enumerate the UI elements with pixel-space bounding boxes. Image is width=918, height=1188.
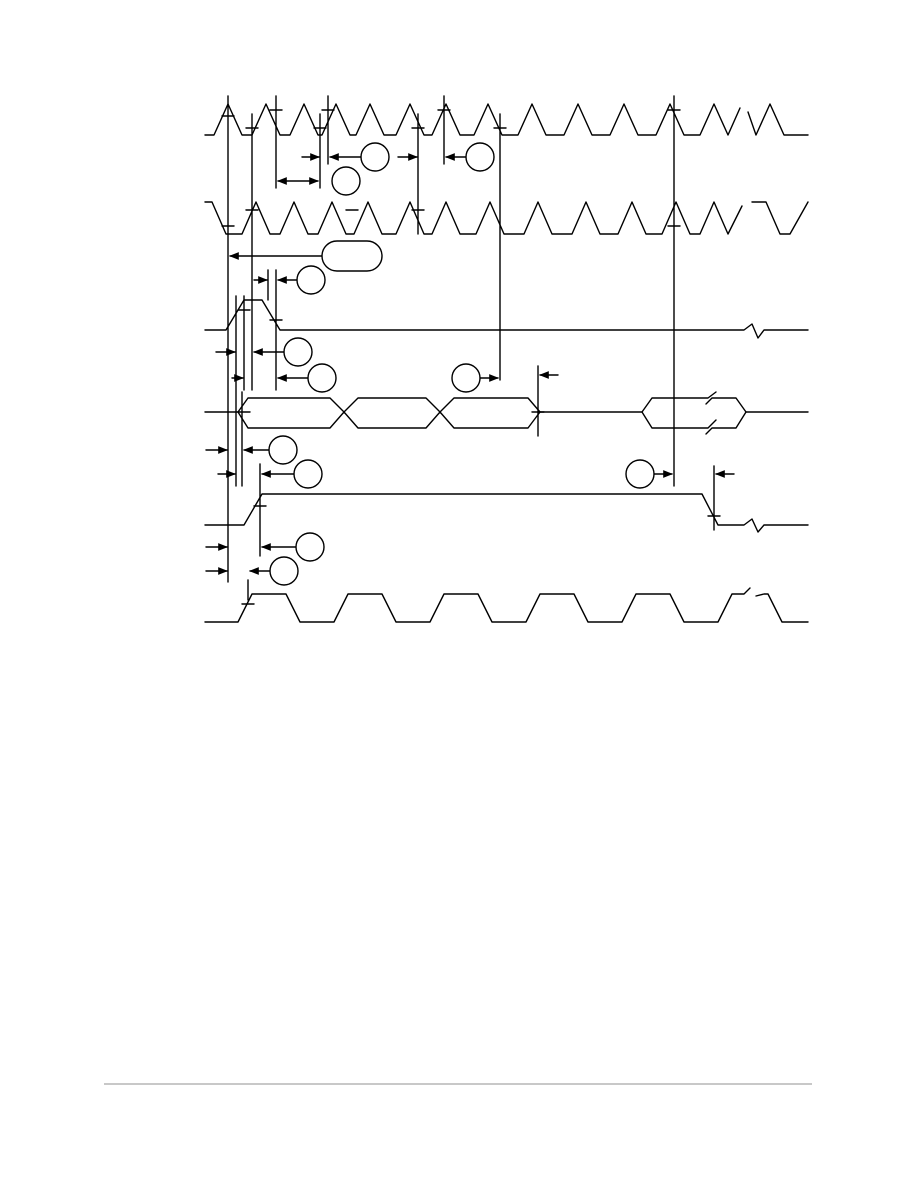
signal-2-clock-waveform (204, 201, 809, 235)
timing-callout (296, 265, 326, 295)
timing-callout (451, 363, 481, 393)
edge-ticks (221, 109, 721, 605)
timing-callout-pill (321, 240, 383, 272)
signal-3-pulse-waveform (204, 299, 809, 339)
signal-1-clock-waveform (204, 103, 809, 136)
timing-callout (283, 337, 313, 367)
timing-callout (268, 435, 298, 465)
timing-callout (625, 459, 655, 489)
timing-arrows (205, 153, 735, 575)
timing-callout (269, 556, 299, 586)
timing-callout (331, 166, 361, 196)
timing-callout (360, 142, 390, 172)
timing-callout (465, 142, 495, 172)
timing-callout (293, 459, 323, 489)
timing-callout (307, 363, 337, 393)
timing-callout (295, 532, 325, 562)
signal-4-bus-upper (204, 391, 809, 413)
signal-4-bus-lower (237, 411, 747, 435)
timing-callouts (268, 142, 655, 586)
signal-6-clock-waveform (204, 587, 809, 623)
reference-lines (227, 95, 715, 601)
signal-5-level-waveform (204, 493, 809, 533)
footer-rule (104, 1083, 812, 1085)
